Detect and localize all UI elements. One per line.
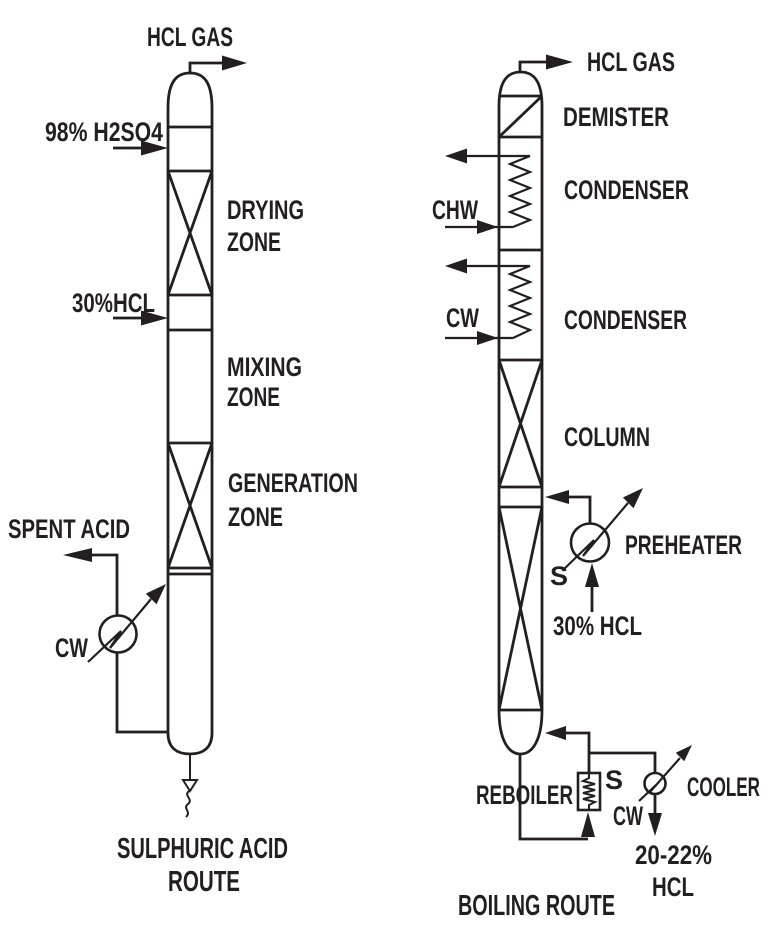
preheater-coil-line <box>562 502 629 571</box>
reboiler-return-arrowhead <box>545 726 566 740</box>
left-route-caption-line1: SULPHURIC ACID <box>117 833 288 865</box>
preheater-label: PREHEATER <box>625 530 742 560</box>
condenser1-outlet-arrowhead <box>445 148 467 164</box>
preheater-outlet-piping <box>567 495 592 524</box>
demister-label: DEMISTER <box>563 102 669 132</box>
condenser1-inlet-arrowhead <box>477 220 498 234</box>
spent-acid-arrowhead <box>63 548 92 562</box>
left-bottom-open-arrowhead <box>181 779 199 793</box>
condenser2-inlet-arrowhead <box>477 331 498 345</box>
cw-return-arrowhead <box>145 584 166 605</box>
generation-zone-label-line2: ZONE <box>228 502 283 532</box>
condenser2-medium-label: CW <box>446 303 479 333</box>
drying-zone-label-line2: ZONE <box>227 227 281 257</box>
reboiler-coil <box>580 773 598 810</box>
reboiler-feed-piping <box>518 754 588 841</box>
spent-acid-label: SPENT ACID <box>8 514 130 544</box>
cooler-coil-line <box>638 757 681 802</box>
reboiler-feed-arrowhead <box>581 812 595 837</box>
hcl-feed-label: 30%HCL <box>72 288 155 318</box>
reboiler-steam-label: S <box>605 765 623 795</box>
hcl-feed-arrowhead <box>141 310 168 326</box>
product-label-line1: 20-22% <box>635 840 712 870</box>
product-arrowhead <box>648 813 662 836</box>
cooler-exchanger <box>643 771 667 796</box>
stripping-packing <box>497 506 544 711</box>
mixing-zone-label-line1: MIXING <box>227 352 302 382</box>
reboiler-label: REBOILER <box>476 780 573 810</box>
cooler-cw-out-arrowhead <box>675 745 692 762</box>
boiling-route: HCL GAS DEMISTER CONDENSER CHW CONDENSER… <box>432 47 760 922</box>
left-overhead-arrowhead <box>222 55 247 71</box>
preheater-feed-label: 30% HCL <box>553 611 642 641</box>
generation-zone-packing <box>166 442 214 569</box>
condenser1-label: CONDENSER <box>564 175 689 205</box>
left-overhead-line <box>188 61 224 73</box>
left-route-caption-line2: ROUTE <box>168 866 240 898</box>
condenser2-label: CONDENSER <box>564 305 687 335</box>
left-overhead-label: HCL GAS <box>147 22 233 52</box>
cooler-label: COOLER <box>687 772 760 802</box>
product-label-line2: HCL <box>652 872 694 902</box>
sulphuric-acid-route: HCL GAS 98% H2SO4 DRYING ZONE 30%HCL MIX… <box>8 22 358 898</box>
left-bottom-squiggle <box>185 790 191 818</box>
cooler-medium-label: CW <box>613 801 643 831</box>
right-column-vessel <box>497 70 544 756</box>
left-column-section-lines <box>168 125 212 576</box>
acid-feed-arrowhead <box>141 140 168 156</box>
right-column-section-lines <box>499 94 542 712</box>
right-overhead-line <box>518 60 548 73</box>
acid-feed-label: 98% H2SO4 <box>45 117 163 147</box>
preheater-steam-label: S <box>550 561 568 591</box>
drying-zone-packing <box>166 170 214 296</box>
column-label: COLUMN <box>564 422 650 452</box>
preheater-outlet-arrowhead <box>545 490 569 504</box>
condenser2-outlet-arrowhead <box>445 258 467 274</box>
demister-internal <box>498 94 543 139</box>
cw-cooler-label: CW <box>55 633 88 663</box>
generation-zone-label-line1: GENERATION <box>228 468 358 498</box>
right-overhead-label: HCL GAS <box>587 47 675 77</box>
preheater-feed-arrowhead <box>585 563 599 587</box>
cw-cooler-coil-line <box>87 598 152 663</box>
preheater-steam-arrowhead <box>622 488 643 509</box>
drying-zone-label-line1: DRYING <box>227 195 304 225</box>
rectification-packing <box>497 359 544 488</box>
condenser1-medium-label: CHW <box>432 195 478 225</box>
mixing-zone-label-line2: ZONE <box>227 382 280 412</box>
right-route-caption: BOILING ROUTE <box>458 890 615 922</box>
reboiler-return-piping <box>566 731 591 773</box>
left-column-vessel <box>166 71 214 756</box>
right-overhead-arrowhead <box>546 54 573 70</box>
